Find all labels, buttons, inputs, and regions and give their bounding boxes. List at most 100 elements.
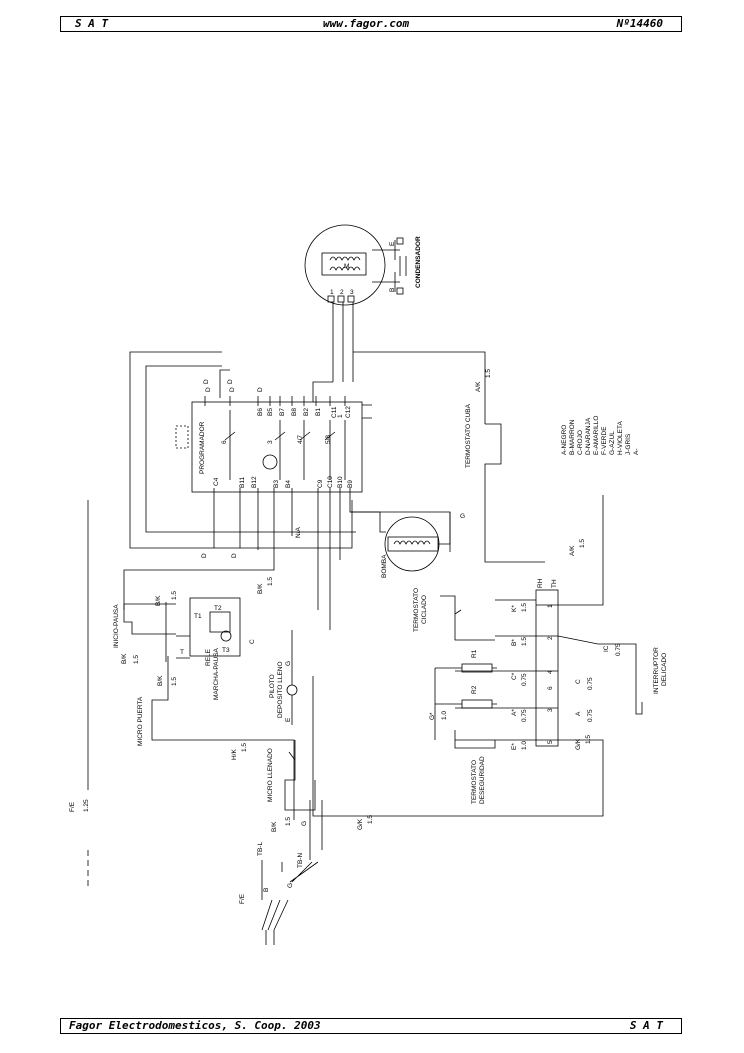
motor-pin-label: 3 — [350, 289, 354, 296]
terminal-label: D — [229, 387, 236, 392]
header-left: S A T — [75, 17, 109, 30]
terminal-label: 3 — [267, 440, 274, 444]
terminal-label: B8 — [291, 408, 298, 416]
wire-label: B* — [511, 639, 518, 646]
strip-number: 5 — [547, 740, 554, 744]
footer-company: Fagor Electrodomesticos, S. Coop. 2003 — [69, 1019, 321, 1032]
wire-label: D — [203, 379, 210, 384]
terminal-label: 5/8 — [325, 435, 332, 444]
motor-pin-1 — [327, 295, 335, 303]
motor-pin-label: 2 — [340, 289, 344, 296]
wire-label: E* — [511, 743, 518, 750]
strip-number: 6 — [547, 686, 554, 690]
label-termostato-cuba: TERMOSTATO CUBA — [465, 403, 472, 468]
programmer-motor-symbol — [262, 454, 278, 470]
label-marcha-pausa: MARCHA-PAUSA — [213, 647, 220, 700]
wire-label: 1.5 — [521, 637, 528, 646]
terminal-label: C10 — [327, 476, 334, 488]
wire-label: A/K — [475, 381, 482, 392]
wire-label: C — [575, 679, 582, 684]
wire-label: D — [201, 553, 208, 558]
wire-label: 1.5 — [367, 815, 374, 824]
terminal-label: 6 — [221, 440, 228, 444]
wire-label: E — [285, 717, 292, 722]
label-rele: RELE — [205, 648, 212, 666]
wire-label: TB-N — [297, 853, 304, 868]
strip-number: 3 — [547, 708, 554, 712]
wire-label: 1.5 — [267, 577, 274, 586]
wire-label: 1.5 — [579, 539, 586, 548]
motor-coil-top — [329, 256, 361, 261]
diagram-labels: CONDENSADOR M PROGRAMADOR BOMBA TERMOSTA… — [69, 236, 668, 904]
wire-label: D — [227, 379, 234, 384]
wire-label: G/K — [575, 738, 582, 750]
relay-box — [189, 597, 241, 657]
wire-label: 0.75 — [615, 643, 622, 656]
terminal-label: B6 — [257, 408, 264, 416]
motor-pin-2 — [337, 295, 345, 303]
label-bomba: BOMBA — [381, 554, 388, 578]
programmer-box — [191, 401, 363, 493]
terminal-label: 4/7 — [297, 435, 304, 444]
legend-item: G-AZUL — [609, 431, 616, 455]
motor-winding-box — [321, 252, 367, 276]
wire-label: 0.75 — [521, 673, 528, 686]
terminal-label: B2 — [303, 408, 310, 416]
capacitor-wires — [372, 240, 400, 292]
wire-label: A/K — [569, 545, 576, 556]
label-deposito-lleno: DEPOSITO LLENO — [277, 661, 284, 718]
programmer-dotted-area — [175, 425, 189, 449]
legend-item: J-GRIS — [625, 433, 632, 455]
terminal-label: 1 — [337, 414, 344, 418]
wire-label: F/E — [69, 801, 76, 812]
terminal-label: C11 — [331, 406, 338, 418]
color-legend: A-NEGRO B-MARRON C-ROJO D-NARANJA E-AMAR… — [561, 416, 640, 455]
wire-label: 1.5 — [171, 677, 178, 686]
label-micro-puerta: MICRO PUERTA — [137, 696, 144, 746]
legend-item: F-VERDE — [601, 426, 608, 455]
wire-label: K* — [511, 605, 518, 612]
header-number: Nº14460 — [616, 17, 663, 30]
motor-pin-3 — [347, 295, 355, 303]
label-ciclado: CICLADO — [421, 595, 428, 624]
wire-label: 1.0 — [441, 711, 448, 720]
terminal-label: C9 — [317, 479, 324, 488]
terminal-strip — [535, 589, 559, 747]
motor-pin-label: 1 — [330, 289, 334, 296]
relay-terminal: T — [180, 649, 184, 656]
wire-label: G — [285, 661, 292, 666]
terminal-label: B4 — [285, 480, 292, 488]
wire-label: 1.25 — [83, 799, 90, 812]
wire-label: G* — [429, 712, 436, 720]
legend-item: D-NARANJA — [585, 417, 592, 455]
relay-terminal: T3 — [222, 647, 230, 654]
wire-label: B — [263, 888, 270, 892]
label-piloto: PILOTO — [269, 674, 276, 698]
label-motor: M — [344, 263, 349, 270]
legend-item: B-MARRON — [569, 419, 576, 455]
wire-label: B/K — [157, 675, 164, 686]
terminal-label: B7 — [279, 408, 286, 416]
wire-label: G — [301, 821, 308, 826]
wire-label: B/K — [121, 653, 128, 664]
terminal-label: B10 — [337, 476, 344, 488]
wire-label: 1.5 — [171, 591, 178, 600]
wire-label: G — [287, 883, 294, 888]
motor-housing — [304, 224, 386, 306]
terminal-label: C4 — [213, 477, 220, 486]
wire-label: TH — [551, 579, 558, 588]
pilot-lamp — [286, 684, 298, 696]
wire-label: 1.5 — [133, 655, 140, 664]
relay-terminal: T2 — [214, 605, 222, 612]
wire-label: C — [249, 639, 256, 644]
relay-terminal: T1 — [194, 613, 202, 620]
resistor-r2 — [461, 699, 493, 709]
wire-label: RH — [537, 578, 544, 588]
strip-number: 4 — [547, 670, 554, 674]
wire-label: 1.5 — [585, 735, 592, 744]
wire-label: 0.75 — [587, 677, 594, 690]
legend-item: A- — [633, 449, 640, 456]
label-delicado: DELICADO — [661, 653, 668, 686]
terminal-label: B1 — [315, 408, 322, 416]
